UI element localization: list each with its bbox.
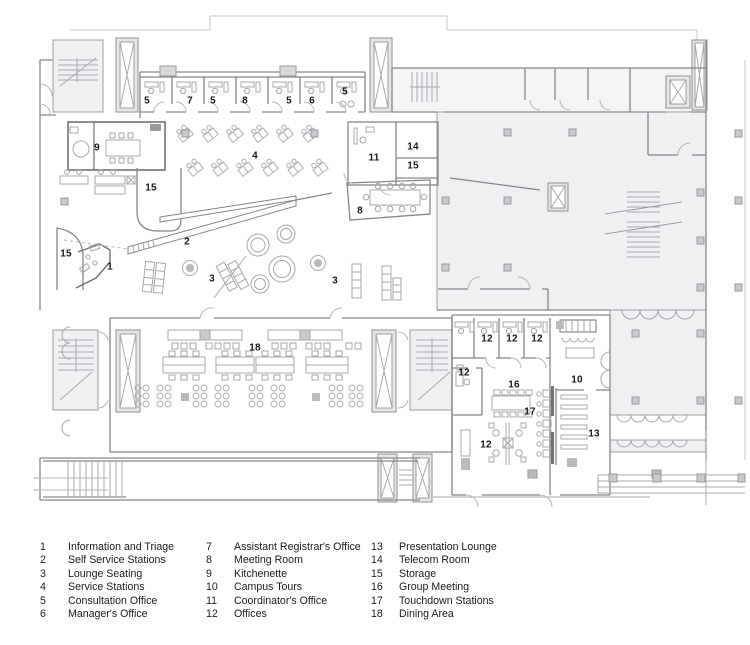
- legend-item: 10 Campus Tours: [206, 581, 361, 594]
- floor-plan-drawing: [33, 15, 746, 508]
- legend: 1 Information and Triage 2 Self Service St…: [0, 541, 750, 641]
- room-label: 5: [144, 95, 150, 107]
- room-label: 13: [588, 428, 600, 440]
- room-label: 8: [357, 205, 363, 217]
- legend-item: 12 Offices: [206, 608, 361, 621]
- legend-label: Manager's Office: [68, 608, 148, 621]
- legend-number: 13: [371, 541, 383, 553]
- room-label: 12: [506, 333, 518, 345]
- legend-item: 4 Service Stations: [40, 581, 174, 594]
- legend-item: 14 Telecom Room: [371, 554, 497, 567]
- legend-number: 7: [206, 541, 212, 553]
- legend-number: 15: [371, 567, 383, 580]
- legend-item: 17 Touchdown Stations: [371, 595, 497, 608]
- legend-item: 16 Group Meeting: [371, 581, 497, 594]
- legend-label: Assistant Registrar's Office: [234, 541, 361, 553]
- legend-item: 8 Meeting Room: [206, 554, 361, 567]
- floor-plan: 5 7 5 8 5 6 5 9 15 4 11 14 15 8 2 15 1 3…: [33, 15, 746, 508]
- room-label: 3: [209, 273, 215, 285]
- legend-number: 17: [371, 594, 383, 607]
- room-label: 5: [210, 95, 216, 107]
- legend-column-1: 1 Information and Triage 2 Self Service St…: [40, 541, 174, 621]
- room-label: 15: [60, 248, 72, 260]
- legend-label: Group Meeting: [399, 581, 470, 594]
- legend-label: Information and Triage: [68, 541, 174, 553]
- legend-number: 3: [40, 567, 46, 580]
- room-label: 5: [342, 86, 348, 98]
- room-label: 16: [508, 379, 520, 391]
- room-label: 10: [571, 374, 583, 386]
- legend-number: 8: [206, 554, 212, 567]
- legend-item: 5 Consultation Office: [40, 595, 174, 608]
- legend-number: 2: [40, 554, 46, 567]
- legend-label: Telecom Room: [399, 554, 470, 567]
- legend-column-3: 13 Presentation Lounge 14 Telecom Room 15 S…: [371, 541, 497, 621]
- legend-item: 7 Assistant Registrar's Office: [206, 541, 361, 554]
- room-label: 2: [184, 236, 190, 248]
- legend-label: Meeting Room: [234, 554, 303, 567]
- room-label: 12: [480, 439, 492, 451]
- legend-item: 18 Dining Area: [371, 608, 497, 621]
- room-label: 11: [368, 152, 380, 164]
- legend-label: Kitchenette: [234, 567, 288, 580]
- legend-number: 6: [40, 608, 46, 621]
- legend-label: Presentation Lounge: [399, 541, 497, 553]
- room-label: 1: [107, 261, 113, 273]
- legend-column-2: 7 Assistant Registrar's Office 8 Meeting R…: [206, 541, 361, 621]
- legend-number: 1: [40, 541, 46, 553]
- legend-number: 16: [371, 581, 383, 594]
- legend-label: Service Stations: [68, 581, 145, 594]
- legend-item: 13 Presentation Lounge: [371, 541, 497, 554]
- room-label: 12: [458, 367, 470, 379]
- room-label: 3: [332, 275, 338, 287]
- room-label: 18: [249, 342, 261, 354]
- legend-number: 9: [206, 567, 212, 580]
- legend-label: Dining Area: [399, 608, 454, 621]
- room-label: 5: [286, 95, 292, 107]
- legend-number: 5: [40, 594, 46, 607]
- room-label: 6: [309, 95, 315, 107]
- legend-item: 2 Self Service Stations: [40, 554, 174, 567]
- room-label: 7: [187, 95, 193, 107]
- room-label: 14: [407, 141, 419, 153]
- legend-number: 10: [206, 581, 218, 594]
- legend-item: 6 Manager's Office: [40, 608, 174, 621]
- legend-number: 18: [371, 608, 383, 621]
- legend-label: Self Service Stations: [68, 554, 166, 567]
- legend-number: 11: [206, 594, 217, 607]
- room-label: 9: [94, 142, 100, 154]
- legend-item: 15 Storage: [371, 568, 497, 581]
- legend-label: Campus Tours: [234, 581, 303, 594]
- legend-label: Offices: [234, 608, 267, 621]
- legend-label: Storage: [399, 567, 437, 580]
- room-label: 12: [531, 333, 543, 345]
- legend-item: 1 Information and Triage: [40, 541, 174, 554]
- room-label: 17: [524, 406, 536, 418]
- legend-number: 14: [371, 554, 383, 567]
- legend-label: Touchdown Stations: [399, 594, 494, 607]
- legend-number: 4: [40, 581, 46, 594]
- room-label: 15: [407, 160, 419, 172]
- legend-label: Coordinator's Office: [234, 594, 328, 607]
- legend-item: 11 Coordinator's Office: [206, 595, 361, 608]
- legend-item: 9 Kitchenette: [206, 568, 361, 581]
- room-label: 12: [481, 333, 493, 345]
- room-label: 15: [145, 182, 157, 194]
- legend-label: Lounge Seating: [68, 567, 143, 580]
- room-label: 4: [252, 150, 258, 162]
- room-label: 8: [242, 95, 248, 107]
- legend-label: Consultation Office: [68, 594, 158, 607]
- legend-number: 12: [206, 608, 218, 621]
- legend-item: 3 Lounge Seating: [40, 568, 174, 581]
